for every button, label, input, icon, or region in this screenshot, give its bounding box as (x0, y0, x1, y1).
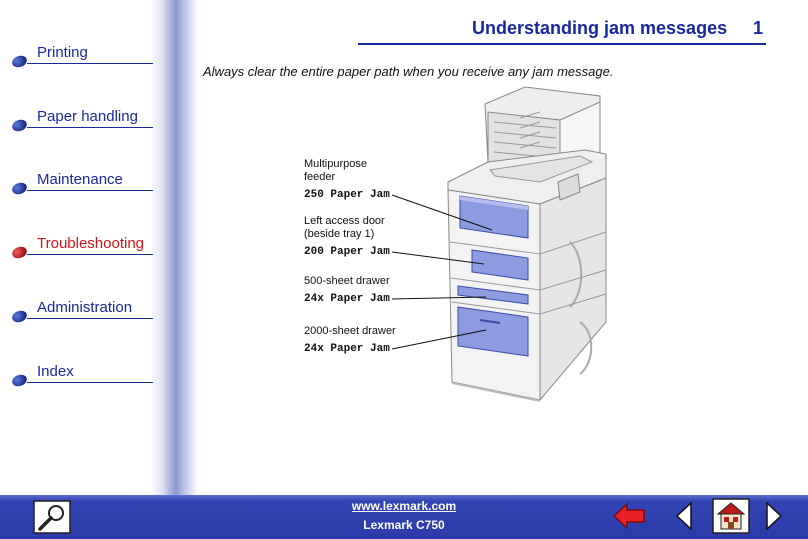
intro-text: Always clear the entire paper path when … (203, 64, 614, 79)
jam-code: 250 Paper Jam (304, 189, 390, 201)
printer-illustration (447, 86, 607, 402)
page-number: 1 (753, 18, 764, 38)
previous-page-icon[interactable] (674, 501, 694, 531)
footer-bar: www.lexmark.com Lexmark C750 (0, 495, 808, 539)
sidebar-item-paper-handling[interactable]: Paper handling (10, 108, 155, 134)
jam-code: 200 Paper Jam (304, 246, 390, 258)
divider (27, 63, 153, 64)
jam-code: 24x Paper Jam (304, 343, 390, 355)
callout-label: 2000-sheet drawer (304, 325, 396, 337)
sidebar-item-troubleshooting[interactable]: Troubleshooting (10, 235, 155, 261)
sidebar-item-label: Administration (37, 299, 133, 316)
callout-left-access-door: Left access door (beside tray 1) (304, 215, 385, 241)
callout-label: (beside tray 1) (304, 228, 375, 240)
sidebar-item-administration[interactable]: Administration (10, 299, 155, 325)
divider (27, 190, 153, 191)
callout-label: 500-sheet drawer (304, 275, 390, 287)
sidebar-item-label: Maintenance (37, 171, 123, 188)
sidebar-item-label: Index (37, 363, 74, 380)
home-icon[interactable] (712, 498, 750, 534)
next-page-icon[interactable] (764, 501, 784, 531)
sidebar-item-label: Paper handling (37, 108, 138, 125)
sidebar-item-label: Troubleshooting (37, 235, 145, 252)
callout-2000-sheet-drawer: 2000-sheet drawer (304, 325, 396, 338)
back-arrow-icon[interactable] (612, 501, 646, 531)
callout-label: feeder (304, 171, 336, 183)
sidebar-item-index[interactable]: Index (10, 363, 155, 389)
divider (27, 127, 153, 128)
header-divider (358, 43, 766, 45)
divider (27, 382, 153, 383)
callout-label: Left access door (304, 215, 385, 227)
divider (27, 318, 153, 319)
product-name: Lexmark C750 (363, 518, 445, 532)
sidebar-item-maintenance[interactable]: Maintenance (10, 171, 155, 197)
magnifier-icon[interactable] (32, 499, 72, 535)
callout-label: Multipurpose (304, 158, 367, 170)
sidebar: Printing Paper handling Maintenance Trou… (0, 0, 200, 495)
sidebar-item-printing[interactable]: Printing (10, 44, 155, 70)
sidebar-item-label: Printing (37, 44, 88, 61)
jam-code: 24x Paper Jam (304, 293, 390, 305)
callout-multipurpose-feeder: Multipurpose feeder (304, 158, 367, 184)
website-link[interactable]: www.lexmark.com (351, 499, 457, 513)
divider (27, 254, 153, 255)
callout-500-sheet-drawer: 500-sheet drawer (304, 275, 390, 288)
page-title: Understanding jam messages (472, 18, 728, 38)
